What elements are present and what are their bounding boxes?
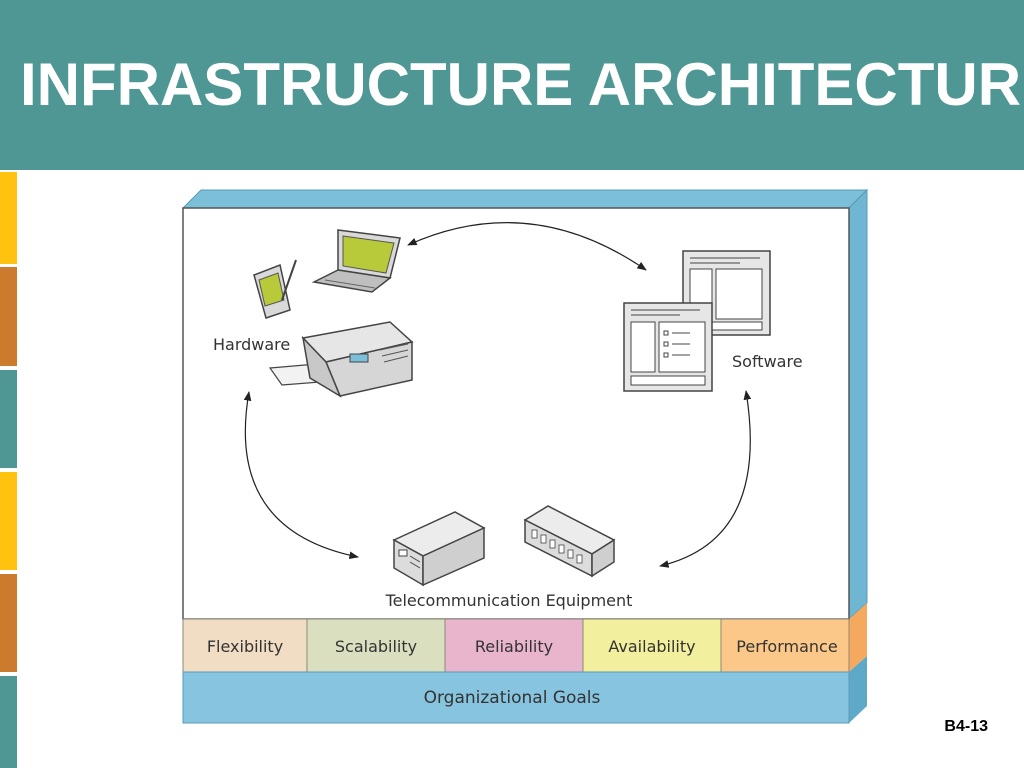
box-right-face — [848, 188, 868, 621]
side-strip-2 — [0, 267, 17, 366]
quality-performance-cell — [720, 618, 850, 673]
foundation-label: Organizational Goals — [424, 688, 601, 708]
quality-flexibility-cell — [182, 618, 308, 673]
quality-reliability-label: Reliability — [475, 637, 553, 656]
title-bar: INFRASTRUCTURE ARCHITECTURE — [0, 0, 1024, 170]
side-strip-3 — [0, 370, 17, 468]
foundation-band — [182, 671, 850, 724]
arrow-software-telecom — [659, 390, 752, 568]
software-label: Software — [732, 352, 803, 371]
qualities-side-face — [849, 603, 867, 672]
side-strip-5 — [0, 574, 17, 672]
laptop-icon — [311, 229, 401, 293]
box-top-face — [181, 189, 869, 209]
printer-icon — [268, 321, 414, 398]
telecom-label: Telecommunication Equipment — [385, 591, 633, 610]
pda-icon — [253, 259, 297, 319]
slide-number: B4-13 — [944, 718, 988, 735]
quality-performance-label: Performance — [736, 637, 837, 656]
quality-flexibility-label: Flexibility — [207, 637, 283, 656]
side-strip-1 — [0, 172, 17, 264]
arrow-hardware-telecom — [243, 391, 359, 560]
qualities-band: Flexibility Scalability Reliability Avai… — [182, 618, 850, 673]
arrow-hardware-software — [407, 221, 647, 271]
quality-availability-label: Availability — [608, 637, 695, 656]
quality-scalability-cell — [306, 618, 446, 673]
quality-scalability-label: Scalability — [335, 637, 417, 656]
foundation-side-face — [849, 656, 867, 723]
software-windows-icon — [623, 250, 771, 392]
slide-title: INFRASTRUCTURE ARCHITECTURE — [20, 51, 1024, 118]
side-strip-4 — [0, 472, 17, 570]
hardware-label: Hardware — [213, 335, 290, 354]
network-switch-icon — [523, 505, 616, 578]
side-strip-6 — [0, 676, 17, 768]
modem-icon — [392, 511, 486, 587]
